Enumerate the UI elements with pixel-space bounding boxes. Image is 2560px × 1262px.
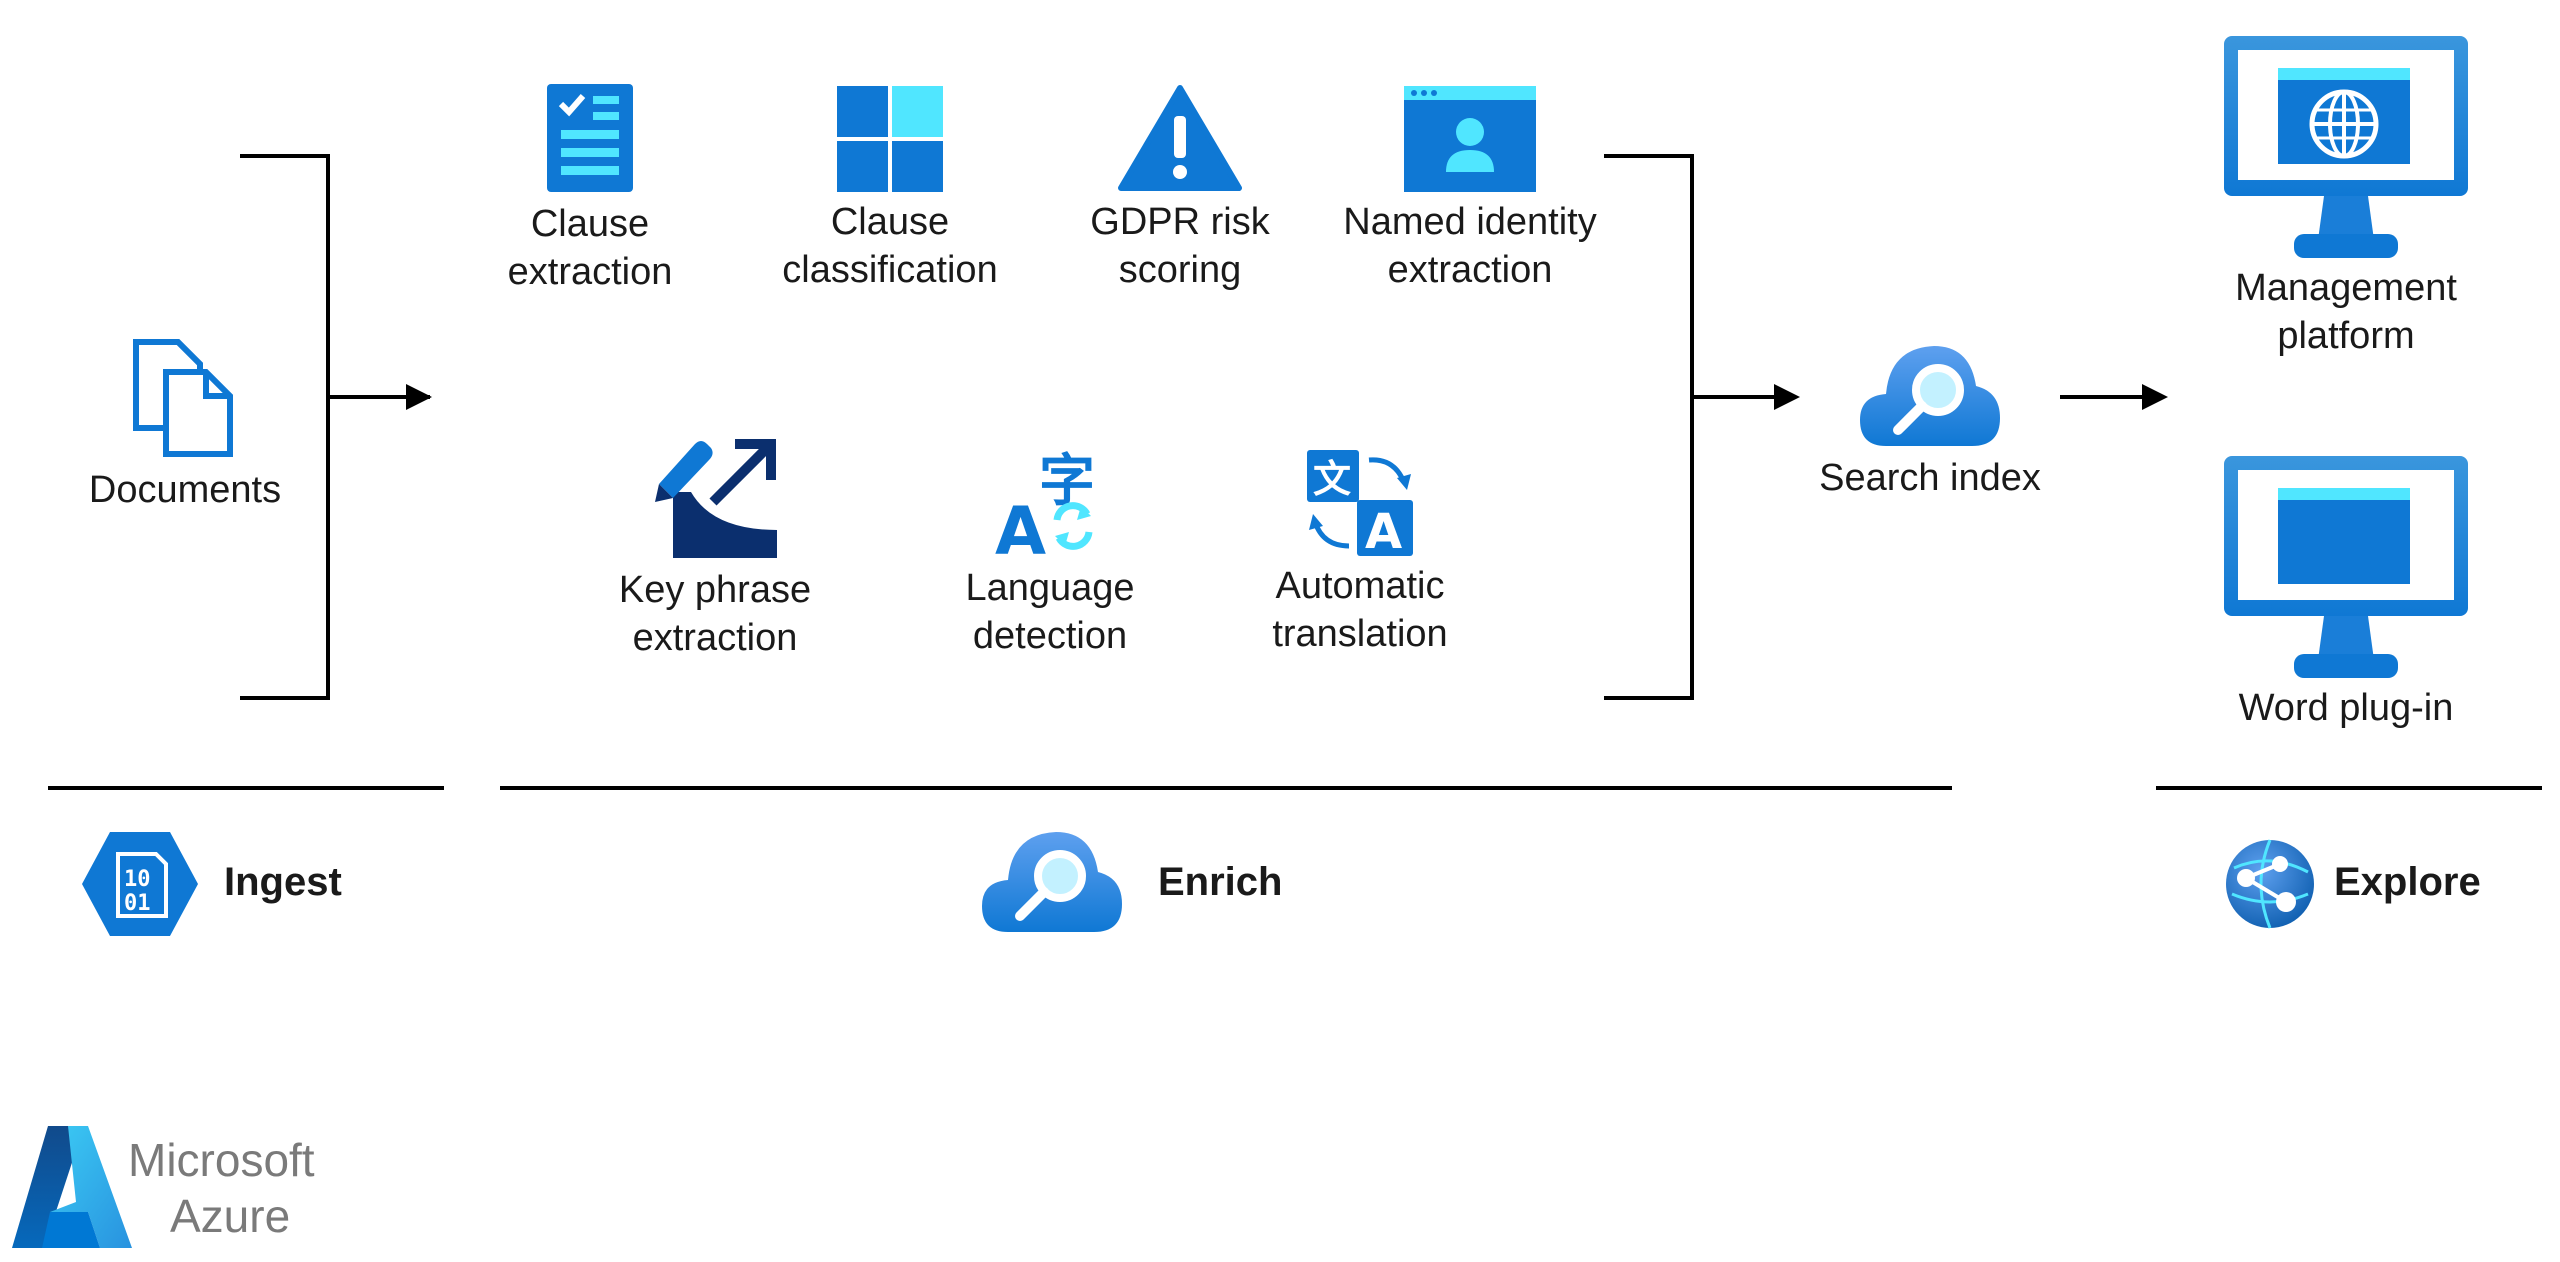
explore-stage-label: Explore — [2334, 860, 2481, 904]
skill-label: Clause classification — [782, 201, 998, 291]
word-plugin-node: Word plug-in — [2224, 456, 2468, 732]
brand-wordmark: Microsoft Azure — [128, 1132, 315, 1244]
warning-icon — [1118, 85, 1242, 191]
svg-text:01: 01 — [124, 891, 151, 916]
binary-hexagon-icon: 10 01 — [82, 832, 198, 936]
ingest-bracket — [240, 154, 330, 700]
management-platform-label: Management platform — [2235, 267, 2457, 357]
svg-text:A: A — [1365, 504, 1402, 556]
documents-icon — [133, 339, 233, 457]
skill-automatic-translation: 文 A Automatic translation — [1240, 450, 1480, 658]
skill-key-phrase-extraction: Key phrase extraction — [590, 434, 840, 662]
skill-clause-classification: Clause classification — [760, 86, 1020, 294]
brand-line-azure: Azure — [170, 1190, 291, 1242]
brand-line-microsoft: Microsoft — [128, 1134, 315, 1186]
key-phrase-icon — [655, 439, 777, 558]
search-index-node: Search index — [1800, 342, 2060, 502]
monitor-globe-icon — [2224, 36, 2468, 258]
cognitive-search-icon — [982, 832, 1122, 932]
identity-window-icon — [1404, 86, 1536, 192]
azure-logo-icon — [12, 1126, 132, 1248]
skill-label: Language detection — [965, 567, 1135, 657]
skill-named-identity-extraction: Named identity extraction — [1310, 86, 1630, 294]
search-index-label: Search index — [1819, 457, 2041, 499]
monitor-icon — [2224, 456, 2468, 678]
skill-gdpr-risk-scoring: GDPR risk scoring — [1060, 84, 1300, 294]
ingest-stage-label: Ingest — [224, 860, 342, 904]
svg-text:文: 文 — [1313, 457, 1351, 501]
language-detect-icon: A 字 — [995, 449, 1095, 558]
search-cloud-icon — [1860, 346, 2000, 446]
web-app-icon — [2226, 839, 2314, 929]
skill-label: GDPR risk scoring — [1090, 201, 1270, 291]
enrich-bracket — [1604, 154, 1694, 700]
management-platform-node: Management platform — [2224, 36, 2468, 360]
documents-node: Documents — [60, 336, 310, 514]
skill-label: Key phrase extraction — [618, 569, 812, 659]
enrich-stage-label: Enrich — [1158, 860, 1283, 904]
checklist-icon — [547, 84, 633, 192]
tiles-icon — [837, 86, 943, 192]
skill-label: Clause extraction — [507, 203, 673, 293]
documents-label: Documents — [88, 469, 282, 511]
skill-clause-extraction: Clause extraction — [460, 82, 720, 296]
svg-text:A: A — [995, 493, 1046, 558]
skill-label: Named identity extraction — [1343, 201, 1597, 291]
skill-language-detection: A 字 Language detection — [930, 448, 1170, 660]
svg-text:10: 10 — [124, 867, 151, 892]
word-plugin-label: Word plug-in — [2238, 687, 2454, 729]
skill-label: Automatic translation — [1272, 565, 1448, 655]
translate-icon: 文 A — [1307, 450, 1413, 556]
